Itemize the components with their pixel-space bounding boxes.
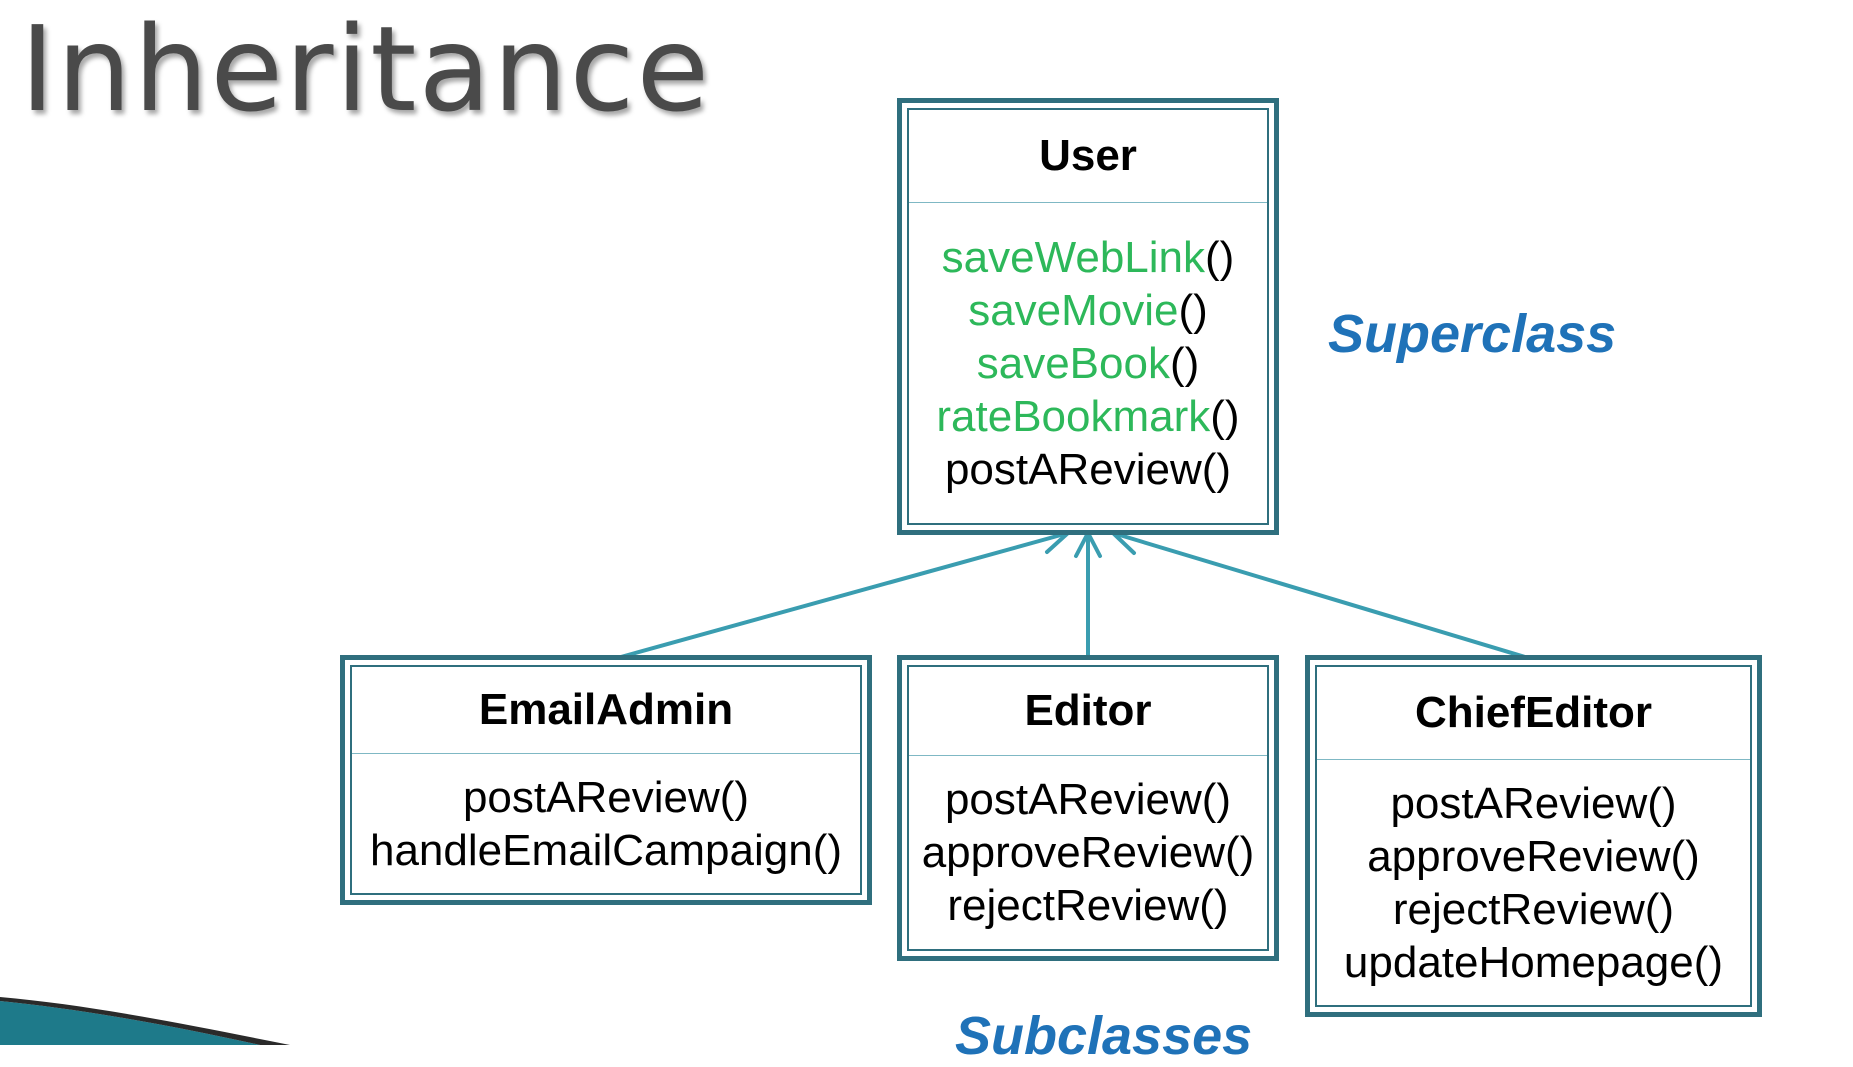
method-name: saveWebLink — [941, 232, 1206, 282]
method-name: postAReview — [944, 444, 1202, 494]
method: approveReview() — [1367, 831, 1700, 881]
method-list: postAReview() approveReview() rejectRevi… — [1317, 760, 1750, 1005]
method: saveBook() — [977, 337, 1200, 390]
method: handleEmailCampaign() — [369, 825, 842, 875]
method: updateHomepage() — [1343, 937, 1724, 987]
slide-title: Inheritance — [20, 0, 712, 138]
method: postAReview() — [1390, 778, 1677, 828]
method: rejectReview() — [1392, 884, 1675, 934]
subclasses-label: Subclasses — [955, 1006, 1253, 1066]
slide-corner-swoosh — [0, 997, 290, 1045]
method: postAReview() — [944, 775, 1232, 824]
class-name: ChiefEditor — [1317, 667, 1750, 760]
arrow-chiefeditor-to-user — [1111, 531, 1537, 662]
method-list: postAReview() handleEmailCampaign() — [352, 754, 860, 893]
method-parens: () — [1201, 444, 1232, 494]
method-name: rateBookmark — [936, 391, 1211, 441]
method: saveWebLink() — [942, 231, 1235, 284]
method: saveMovie() — [968, 284, 1208, 337]
method-parens: () — [1178, 285, 1208, 335]
method: rejectReview() — [947, 881, 1229, 930]
method-name: saveMovie — [968, 285, 1179, 335]
arrow-emailadmin-to-user — [608, 531, 1070, 662]
method: approveReview() — [921, 828, 1255, 877]
method-name: saveBook — [976, 338, 1170, 388]
method-parens: () — [1210, 391, 1240, 441]
method-list: saveWebLink()saveMovie()saveBook()rateBo… — [909, 203, 1267, 523]
superclass-label: Superclass — [1328, 304, 1617, 364]
method: postAReview() — [945, 443, 1231, 496]
method-parens: () — [1205, 232, 1235, 282]
class-chiefeditor: ChiefEditor postAReview() approveReview(… — [1305, 655, 1762, 1017]
class-name: EmailAdmin — [352, 667, 860, 754]
class-user: User saveWebLink()saveMovie()saveBook()r… — [897, 98, 1279, 535]
class-editor: Editor postAReview() approveReview() rej… — [897, 655, 1279, 961]
method: rateBookmark() — [936, 390, 1239, 443]
method: postAReview() — [462, 772, 750, 822]
class-name: Editor — [909, 667, 1267, 756]
method-parens: () — [1169, 338, 1200, 388]
class-emailadmin: EmailAdmin postAReview() handleEmailCamp… — [340, 655, 872, 905]
method-list: postAReview() approveReview() rejectRevi… — [909, 756, 1267, 949]
class-name: User — [909, 110, 1267, 203]
